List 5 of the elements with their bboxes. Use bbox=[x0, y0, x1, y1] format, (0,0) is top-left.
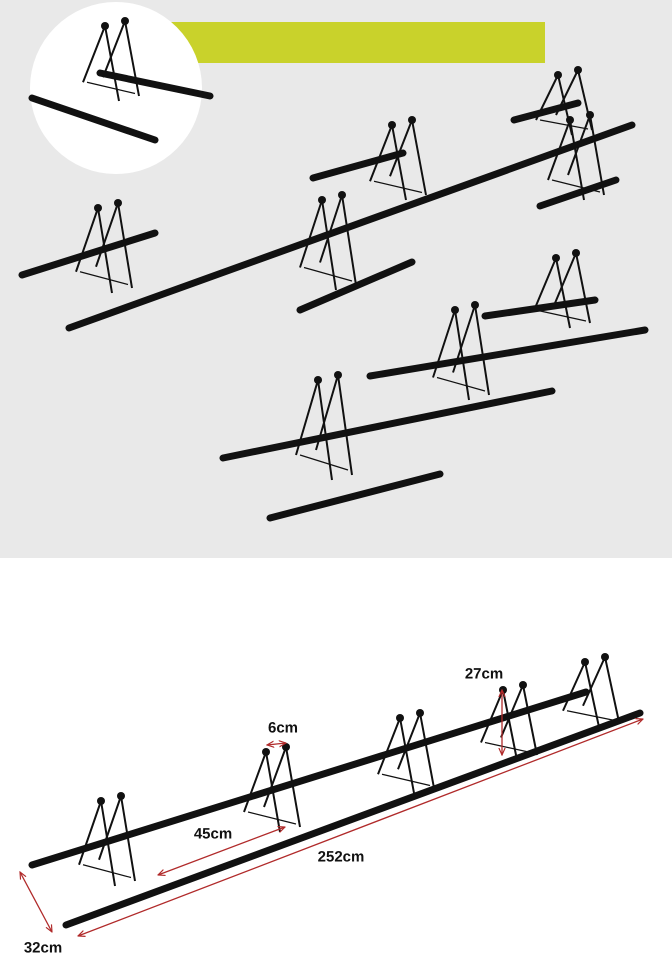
dimension-label: 45cm bbox=[194, 826, 232, 842]
dimension-label: 27cm bbox=[464, 666, 504, 682]
dimension-label: 6cm bbox=[268, 720, 298, 736]
dimension-label: 252cm bbox=[318, 848, 364, 866]
dimension-label: 32cm bbox=[24, 940, 62, 956]
